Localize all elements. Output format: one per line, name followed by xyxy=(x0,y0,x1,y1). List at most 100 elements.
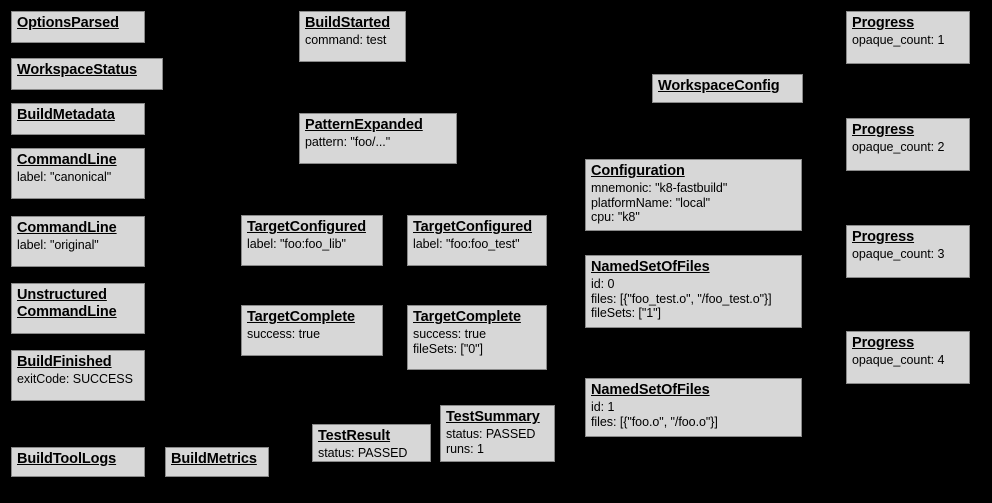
node-title: OptionsParsed xyxy=(17,15,119,31)
node-field: label: "original" xyxy=(17,238,99,252)
node-title: CommandLine xyxy=(17,152,117,168)
node-title-wrapper: WorkspaceConfig xyxy=(658,78,797,95)
node-build-finished[interactable]: BuildFinished exitCode: SUCCESS xyxy=(11,350,145,401)
node-title: Unstructured xyxy=(17,287,107,303)
node-title-wrapper: Progress xyxy=(852,335,964,352)
node-fields: exitCode: SUCCESS xyxy=(17,372,139,387)
node-title: CommandLine xyxy=(17,220,117,236)
node-title: BuildToolLogs xyxy=(17,451,117,467)
node-target-complete-lib[interactable]: TargetComplete success: true xyxy=(241,305,383,356)
node-field: label: "canonical" xyxy=(17,170,112,184)
node-fields: opaque_count: 4 xyxy=(852,353,964,368)
node-field: fileSets: ["0"] xyxy=(413,341,483,356)
node-title: Progress xyxy=(852,122,915,138)
node-field: files: [{"foo.o", "/foo.o"}] xyxy=(591,414,718,429)
node-title: NamedSetOfFiles xyxy=(591,382,710,398)
node-title: TargetConfigured xyxy=(247,219,366,235)
node-build-tool-logs[interactable]: BuildToolLogs xyxy=(11,447,145,477)
node-title-wrapper: BuildToolLogs xyxy=(17,451,139,468)
node-fields: label: "canonical" xyxy=(17,170,139,185)
node-fields: command: test xyxy=(305,33,400,48)
node-workspace-status[interactable]: WorkspaceStatus xyxy=(11,58,163,90)
node-title: NamedSetOfFiles xyxy=(591,259,710,275)
node-field: label: "foo:foo_test" xyxy=(413,237,520,251)
node-fields: label: "original" xyxy=(17,238,139,253)
node-title-wrapper: NamedSetOfFiles xyxy=(591,259,796,276)
node-title-wrapper: CommandLine xyxy=(17,220,139,237)
node-field: cpu: "k8" xyxy=(591,210,640,224)
node-field: command: test xyxy=(305,33,387,47)
node-title-wrapper: Progress xyxy=(852,122,964,139)
node-field: platformName: "local" xyxy=(591,195,710,210)
node-title: CommandLine xyxy=(17,304,117,320)
node-fields: label: "foo:foo_test" xyxy=(413,237,541,252)
node-title: PatternExpanded xyxy=(305,117,423,133)
node-fields: opaque_count: 2 xyxy=(852,140,964,155)
node-title: BuildFinished xyxy=(17,354,112,370)
node-command-line-canonical[interactable]: CommandLine label: "canonical" xyxy=(11,148,145,199)
node-title-wrapper: TargetComplete xyxy=(413,309,541,326)
node-title-wrapper: BuildMetrics xyxy=(171,451,263,468)
node-field: success: true xyxy=(413,327,486,341)
node-progress-2[interactable]: Progress opaque_count: 2 xyxy=(846,118,970,171)
node-title-wrapper: TargetConfigured xyxy=(413,219,541,236)
node-field: opaque_count: 1 xyxy=(852,33,945,47)
node-title-wrapper: WorkspaceStatus xyxy=(17,62,157,79)
node-field: id: 0 xyxy=(591,277,615,291)
node-configuration[interactable]: Configuration mnemonic: "k8-fastbuild"pla… xyxy=(585,159,802,231)
node-field: exitCode: SUCCESS xyxy=(17,372,133,386)
node-field: fileSets: ["1"] xyxy=(591,306,661,320)
node-title-wrapper: BuildStarted xyxy=(305,15,400,32)
node-field: opaque_count: 4 xyxy=(852,353,945,367)
node-title: WorkspaceConfig xyxy=(658,78,780,94)
node-title: WorkspaceStatus xyxy=(17,62,137,78)
node-title: TargetConfigured xyxy=(413,219,532,235)
node-build-metrics[interactable]: BuildMetrics xyxy=(165,447,269,477)
node-field: files: [{"foo_test.o", "/foo_test.o"}] xyxy=(591,291,772,306)
node-fields: opaque_count: 1 xyxy=(852,33,964,48)
node-title: Progress xyxy=(852,229,915,245)
node-field: success: true xyxy=(247,327,320,341)
node-title-wrapper: BuildFinished xyxy=(17,354,139,371)
node-title: TargetComplete xyxy=(247,309,355,325)
node-workspace-config[interactable]: WorkspaceConfig xyxy=(652,74,803,103)
node-title-wrapper: TargetConfigured xyxy=(247,219,377,236)
node-target-configured-lib[interactable]: TargetConfigured label: "foo:foo_lib" xyxy=(241,215,383,266)
node-field: status: PASSED xyxy=(318,446,408,460)
node-title-wrapper: Progress xyxy=(852,15,964,32)
node-title: TargetComplete xyxy=(413,309,521,325)
node-title-wrapper: TestResult xyxy=(318,428,425,445)
node-title-wrapper: NamedSetOfFiles xyxy=(591,382,796,399)
node-fields: label: "foo:foo_lib" xyxy=(247,237,377,252)
node-target-configured-test[interactable]: TargetConfigured label: "foo:foo_test" xyxy=(407,215,547,266)
node-title: Configuration xyxy=(591,163,685,179)
node-title: Progress xyxy=(852,15,915,31)
node-title-wrapper: Configuration xyxy=(591,163,796,180)
node-progress-1[interactable]: Progress opaque_count: 1 xyxy=(846,11,970,64)
node-title: TestResult xyxy=(318,428,391,444)
node-title-wrapper: TargetComplete xyxy=(247,309,377,326)
node-title-wrapper: CommandLine xyxy=(17,152,139,169)
node-field: mnemonic: "k8-fastbuild" xyxy=(591,181,728,195)
node-command-line-original[interactable]: CommandLine label: "original" xyxy=(11,216,145,267)
node-title: TestSummary xyxy=(446,409,540,425)
node-fields: mnemonic: "k8-fastbuild"platformName: "l… xyxy=(591,181,796,225)
node-field: label: "foo:foo_lib" xyxy=(247,237,346,251)
node-options-parsed[interactable]: OptionsParsed xyxy=(11,11,145,43)
node-test-result[interactable]: TestResult status: PASSED xyxy=(312,424,431,462)
node-build-metadata[interactable]: BuildMetadata xyxy=(11,103,145,135)
